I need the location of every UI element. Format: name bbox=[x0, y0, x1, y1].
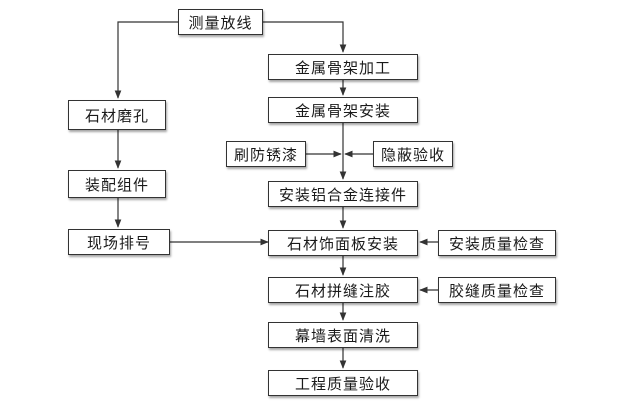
node-install-inspection-label: 安装质量检查 bbox=[448, 234, 545, 253]
edge-survey-to-frame-processing bbox=[263, 21, 347, 53]
node-panel-install: 石材饰面板安装 bbox=[268, 230, 418, 256]
node-final-acceptance: 工程质量验收 bbox=[268, 370, 418, 396]
node-stone-drilling: 石材磨孔 bbox=[68, 100, 166, 130]
node-final-acceptance-label: 工程质量验收 bbox=[294, 374, 391, 393]
node-frame-processing-label: 金属骨架加工 bbox=[294, 58, 391, 77]
node-joint-sealing-label: 石材拼缝注胶 bbox=[294, 281, 391, 300]
node-surface-cleaning: 幕墙表面清洗 bbox=[268, 322, 418, 348]
node-assembly-label: 装配组件 bbox=[84, 175, 149, 194]
node-surface-cleaning-label: 幕墙表面清洗 bbox=[294, 326, 391, 345]
node-connector-install-label: 安装铝合金连接件 bbox=[278, 185, 407, 204]
node-stone-drilling-label: 石材磨孔 bbox=[84, 106, 149, 125]
node-survey-label: 测量放线 bbox=[188, 13, 253, 32]
node-hidden-inspection-label: 隐蔽验收 bbox=[380, 145, 445, 164]
node-site-numbering: 现场排号 bbox=[68, 229, 170, 255]
node-connector-install: 安装铝合金连接件 bbox=[268, 181, 418, 207]
node-assembly: 装配组件 bbox=[68, 170, 166, 198]
node-frame-install: 金属骨架安装 bbox=[268, 97, 418, 123]
node-frame-processing: 金属骨架加工 bbox=[268, 54, 418, 80]
node-survey: 测量放线 bbox=[178, 9, 263, 35]
node-anti-rust: 刷防锈漆 bbox=[226, 141, 306, 167]
node-sealant-inspection: 胶缝质量检查 bbox=[438, 277, 556, 303]
node-site-numbering-label: 现场排号 bbox=[86, 233, 151, 252]
node-frame-install-label: 金属骨架安装 bbox=[294, 101, 391, 120]
node-anti-rust-label: 刷防锈漆 bbox=[233, 145, 298, 164]
node-panel-install-label: 石材饰面板安装 bbox=[286, 234, 399, 253]
edge-survey-to-stone-drilling bbox=[114, 21, 178, 99]
node-sealant-inspection-label: 胶缝质量检查 bbox=[448, 281, 545, 300]
node-install-inspection: 安装质量检查 bbox=[438, 230, 556, 256]
node-joint-sealing: 石材拼缝注胶 bbox=[268, 277, 418, 303]
node-hidden-inspection: 隐蔽验收 bbox=[373, 141, 453, 167]
